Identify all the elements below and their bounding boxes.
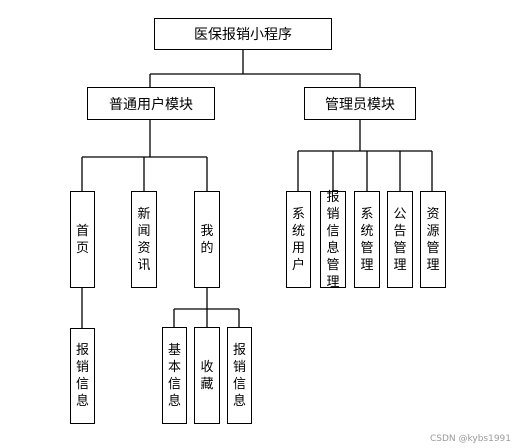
home-label: 首页	[75, 223, 89, 256]
system-mgmt-label: 系统管理	[360, 206, 374, 273]
resource-mgmt-label: 资源管理	[426, 206, 440, 273]
home-expense-info-node: 报销信息	[70, 328, 95, 424]
home-expense-info-label: 报销信息	[75, 343, 89, 409]
favorites-node: 收藏	[194, 327, 220, 424]
news-label: 新闻资讯	[137, 206, 151, 273]
user-module-node: 普通用户模块	[87, 87, 215, 120]
system-users-label: 系统用户	[291, 206, 305, 273]
favorites-label: 收藏	[200, 359, 214, 392]
notice-mgmt-label: 公告管理	[393, 206, 407, 273]
system-users-node: 系统用户	[286, 191, 311, 288]
expense-info-mgmt-node: 报销信息管理	[320, 189, 346, 290]
mine-expense-info-label: 报销信息	[232, 342, 246, 409]
resource-mgmt-node: 资源管理	[420, 191, 446, 288]
user-module-label: 普通用户模块	[109, 96, 193, 113]
basic-info-node: 基本信息	[162, 327, 187, 424]
system-mgmt-node: 系统管理	[354, 191, 380, 288]
expense-info-mgmt-label: 报销信息管理	[326, 189, 340, 290]
mine-node: 我的	[194, 191, 220, 288]
mine-expense-info-node: 报销信息	[227, 327, 252, 424]
root-label: 医保报销小程序	[194, 27, 292, 43]
notice-mgmt-node: 公告管理	[387, 191, 413, 288]
basic-info-label: 基本信息	[167, 342, 181, 409]
admin-module-label: 管理员模块	[325, 96, 395, 113]
mine-label: 我的	[200, 223, 214, 256]
root-node: 医保报销小程序	[154, 18, 332, 50]
news-node: 新闻资讯	[131, 191, 157, 288]
home-node: 首页	[70, 191, 95, 288]
admin-module-node: 管理员模块	[304, 87, 416, 120]
watermark-text: CSDN @kybs1991	[429, 434, 511, 444]
